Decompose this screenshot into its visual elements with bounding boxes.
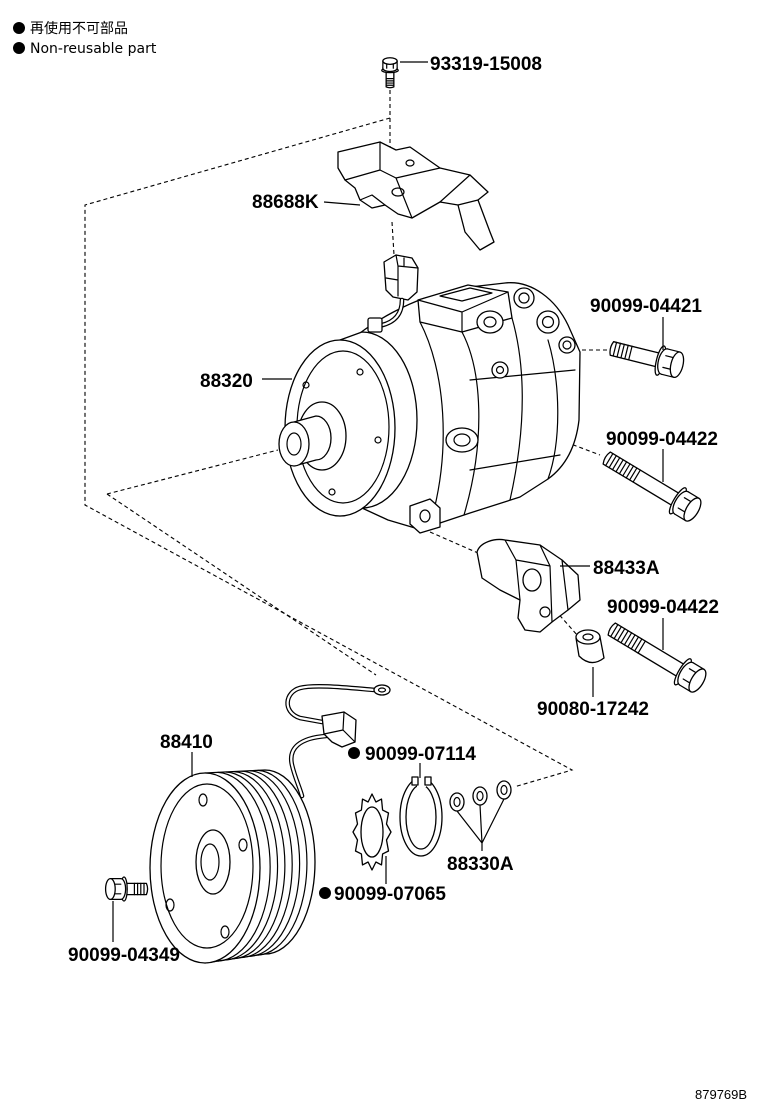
leader-lines: [112, 61, 664, 942]
callout-88433a: 88433A: [593, 558, 660, 579]
callout-88688k: 88688K: [252, 192, 319, 213]
snap-ring-90099-07114: [400, 776, 442, 856]
clutch-pulley-88410: [150, 770, 315, 963]
callout-labels: 93319-15008 88688K 90099-04421 88320 900…: [68, 54, 719, 966]
callout-90080-17242: 90080-17242: [537, 699, 649, 720]
legend-en-text: Non-reusable part: [30, 41, 157, 57]
bolt-93319-15008: [382, 58, 399, 88]
legend: 再使用不可部品 Non-reusable part: [13, 20, 157, 57]
compressor-connector: [368, 255, 418, 332]
non-reusable-marker-icon: [13, 42, 25, 54]
spacer-90080-17242: [576, 630, 604, 663]
illustration-code: 879769B: [695, 1087, 747, 1102]
callout-88320: 88320: [200, 371, 253, 392]
callout-90099-04421: 90099-04421: [590, 296, 702, 317]
bolt-90099-04422-lower: [603, 615, 711, 696]
callout-90099-04422-lower: 90099-04422: [607, 597, 719, 618]
callout-90099-07114: 90099-07114: [365, 744, 476, 765]
compressor-88320: [279, 283, 580, 533]
non-reusable-marker-icon: [13, 22, 25, 34]
callout-90099-07065: 90099-07065: [334, 884, 446, 905]
bracket-88688k: [338, 142, 494, 250]
snap-ring-90099-07065: [353, 794, 391, 870]
coil-lead-wire: [285, 683, 390, 799]
callout-90099-04349: 90099-04349: [68, 945, 180, 966]
bolt-90099-04421: [607, 334, 687, 381]
bolt-90099-04422-upper: [598, 444, 706, 525]
non-reusable-marker-icon: [319, 887, 331, 899]
callout-88330a: 88330A: [447, 854, 514, 875]
non-reusable-marker-icon: [348, 747, 360, 759]
callout-90099-04422-upper: 90099-04422: [606, 429, 718, 450]
legend-jp-text: 再使用不可部品: [30, 20, 128, 37]
bolt-90099-04349: [106, 877, 148, 901]
callout-88410: 88410: [160, 732, 213, 753]
callout-93319-15008: 93319-15008: [430, 54, 542, 75]
bracket-88433a: [477, 540, 580, 633]
